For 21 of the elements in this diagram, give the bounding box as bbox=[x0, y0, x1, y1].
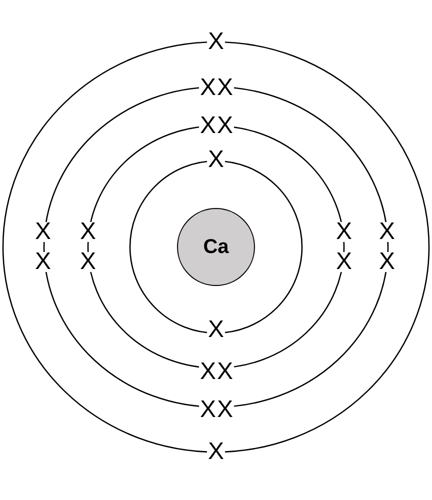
electron-mark: X bbox=[199, 400, 217, 420]
electron-mark: X bbox=[335, 252, 353, 272]
electron-mark: X bbox=[199, 116, 217, 136]
electron-mark: X bbox=[378, 222, 396, 242]
electron-mark: X bbox=[199, 78, 217, 98]
electron-mark: X bbox=[79, 222, 97, 242]
electron-mark: X bbox=[216, 116, 234, 136]
electron-mark: X bbox=[216, 362, 234, 382]
electron-mark: X bbox=[207, 320, 225, 340]
electron-mark: X bbox=[199, 362, 217, 382]
electron-mark: X bbox=[335, 222, 353, 242]
electron-mark: X bbox=[216, 78, 234, 98]
electron-mark: X bbox=[216, 400, 234, 420]
electron-mark: X bbox=[34, 222, 52, 242]
electron-mark: X bbox=[378, 252, 396, 272]
electron-mark: X bbox=[79, 252, 97, 272]
electron-mark: X bbox=[207, 150, 225, 170]
electron-mark: X bbox=[34, 252, 52, 272]
electron-mark: X bbox=[207, 32, 225, 52]
electron-mark: X bbox=[207, 442, 225, 462]
element-symbol: Ca bbox=[203, 236, 229, 258]
